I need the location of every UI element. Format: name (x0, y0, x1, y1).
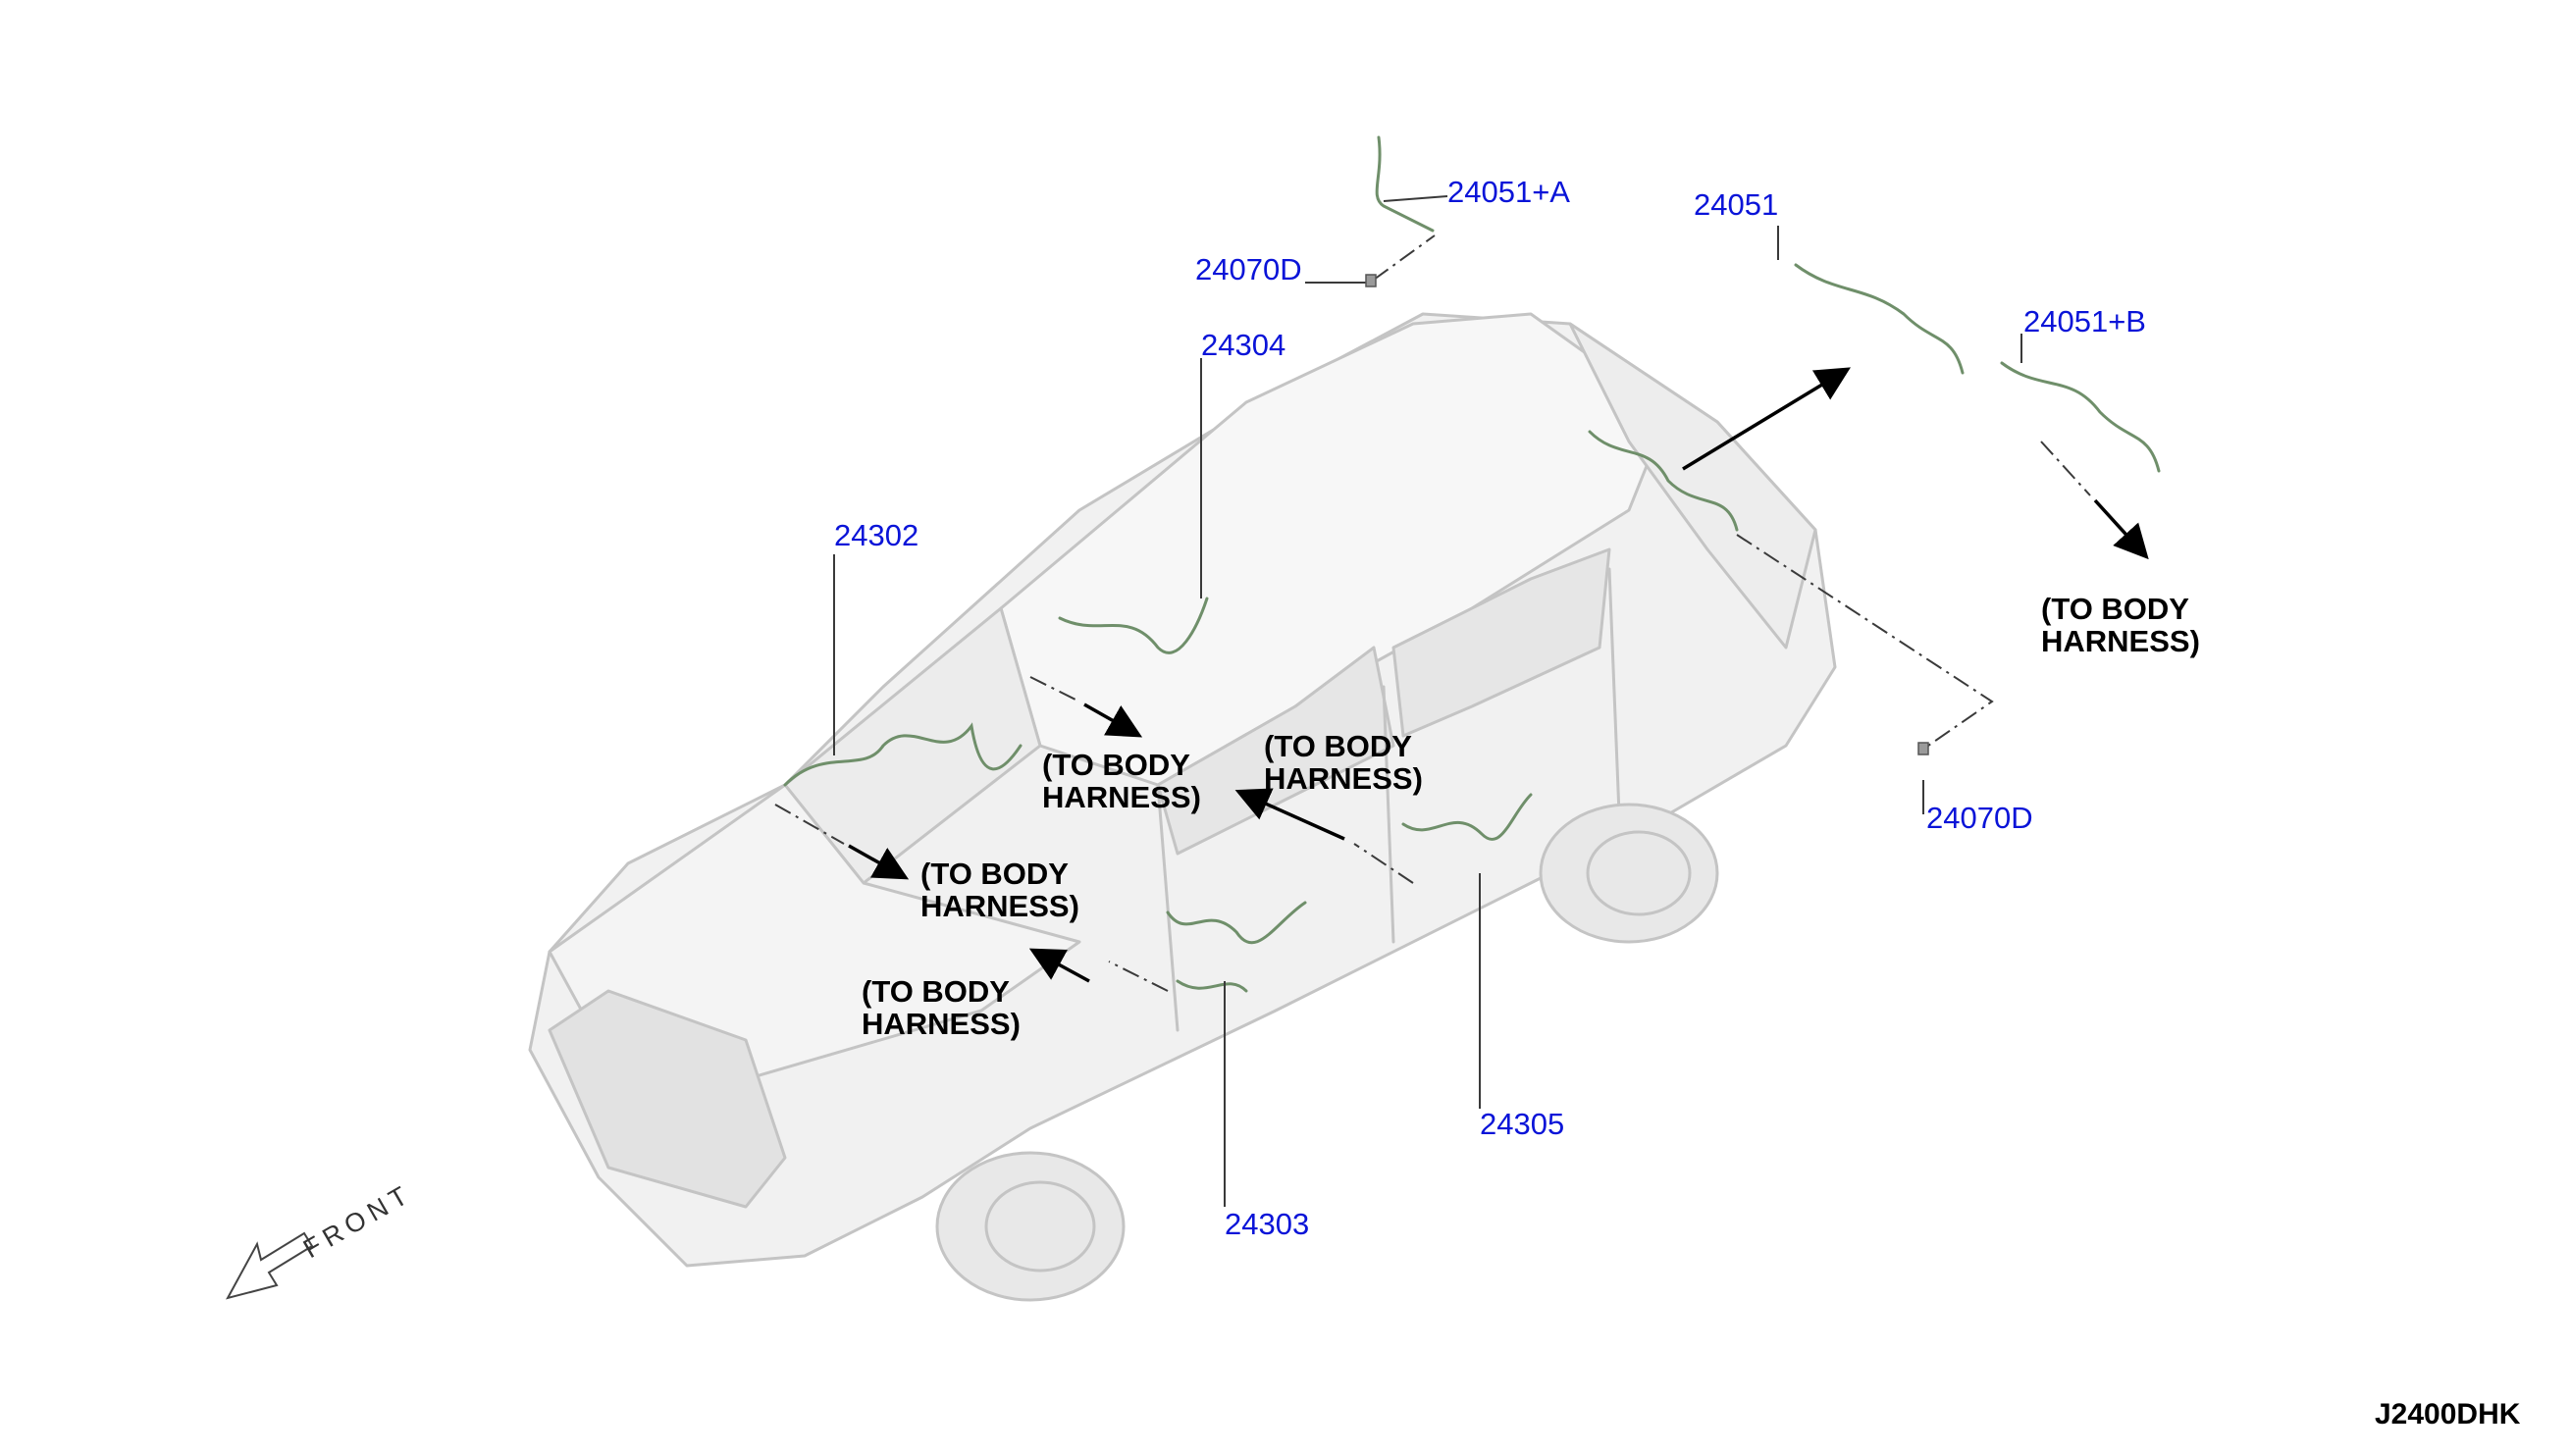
dash-harness-b (1029, 676, 1080, 702)
arrow-to-body-right (2093, 498, 2149, 560)
arrow-to-body-center (1083, 702, 1143, 738)
harness-24051 (1794, 263, 1965, 375)
front-label: FRONT (298, 1178, 418, 1264)
front-wheel-hub (984, 1180, 1096, 1273)
dash-harness-c (1108, 961, 1169, 992)
rear-hatch (1568, 322, 1817, 650)
note-line: HARNESS) (1264, 760, 1423, 796)
note-to-body-harness-right: (TO BODY HARNESS) (2041, 592, 2200, 658)
callout-24051: 24051 (1694, 187, 1779, 222)
arrow-to-24051 (1682, 367, 1851, 471)
harness-24305 (1401, 793, 1533, 841)
front-direction-arrow (226, 1231, 314, 1300)
dash-24070d-bottom (1736, 534, 1994, 747)
callout-24303: 24303 (1225, 1207, 1310, 1241)
callout-24302: 24302 (834, 518, 919, 552)
note-line: (TO BODY (2041, 592, 2189, 626)
harness-24051b (2000, 361, 2161, 473)
callout-24305: 24305 (1480, 1107, 1565, 1141)
note-line: HARNESS) (862, 1006, 1021, 1041)
note-line: (TO BODY (920, 857, 1069, 891)
callout-24070d-top: 24070D (1195, 252, 1302, 286)
dash-harness-d (1353, 843, 1414, 884)
note-to-body-harness-left: (TO BODY HARNESS) (862, 974, 1021, 1041)
arrow-to-body-left (1028, 948, 1090, 983)
note-line: HARNESS) (2041, 623, 2200, 658)
note-line: (TO BODY (1264, 729, 1412, 763)
callout-24070d-bottom: 24070D (1926, 801, 2033, 835)
door-lines (1156, 567, 1621, 1032)
callout-24051b: 24051+B (2023, 304, 2146, 338)
note-to-body-harness-hood: (TO BODY HARNESS) (920, 858, 1079, 922)
front-wheel (935, 1151, 1126, 1302)
diagram-code: J2400DHK (2375, 1398, 2521, 1430)
leader-24051a (1383, 195, 1448, 202)
harness-24304 (1058, 597, 1209, 654)
car-roof (999, 312, 1670, 787)
harness-24051a (1375, 135, 1435, 233)
side-window-front (1156, 646, 1395, 856)
note-line: HARNESS) (920, 888, 1079, 923)
dash-24051b (2040, 441, 2091, 496)
note-to-body-harness-center: (TO BODY HARNESS) (1042, 748, 1201, 814)
harness-24302 (783, 722, 1023, 787)
clip-24070d-bottom (1917, 742, 1929, 755)
clip-24070d-top (1365, 274, 1377, 287)
front-grille (548, 989, 787, 1209)
note-line: (TO BODY (862, 974, 1010, 1009)
rear-wheel-hub (1586, 830, 1692, 916)
callout-24304: 24304 (1201, 328, 1286, 362)
note-line: (TO BODY (1042, 748, 1190, 782)
dash-24070d-top (1373, 234, 1436, 281)
arrow-to-body-door (1234, 788, 1345, 841)
harness-24303 (1166, 901, 1307, 993)
harness-rear (1588, 430, 1739, 532)
rear-wheel (1539, 803, 1719, 944)
side-window-rear (1391, 547, 1611, 738)
arrow-to-body-hood (848, 844, 910, 880)
note-line: HARNESS) (1042, 779, 1201, 814)
callout-24051a: 24051+A (1447, 175, 1570, 209)
dash-harness-a (774, 804, 845, 845)
note-to-body-harness-door: (TO BODY HARNESS) (1264, 729, 1423, 796)
